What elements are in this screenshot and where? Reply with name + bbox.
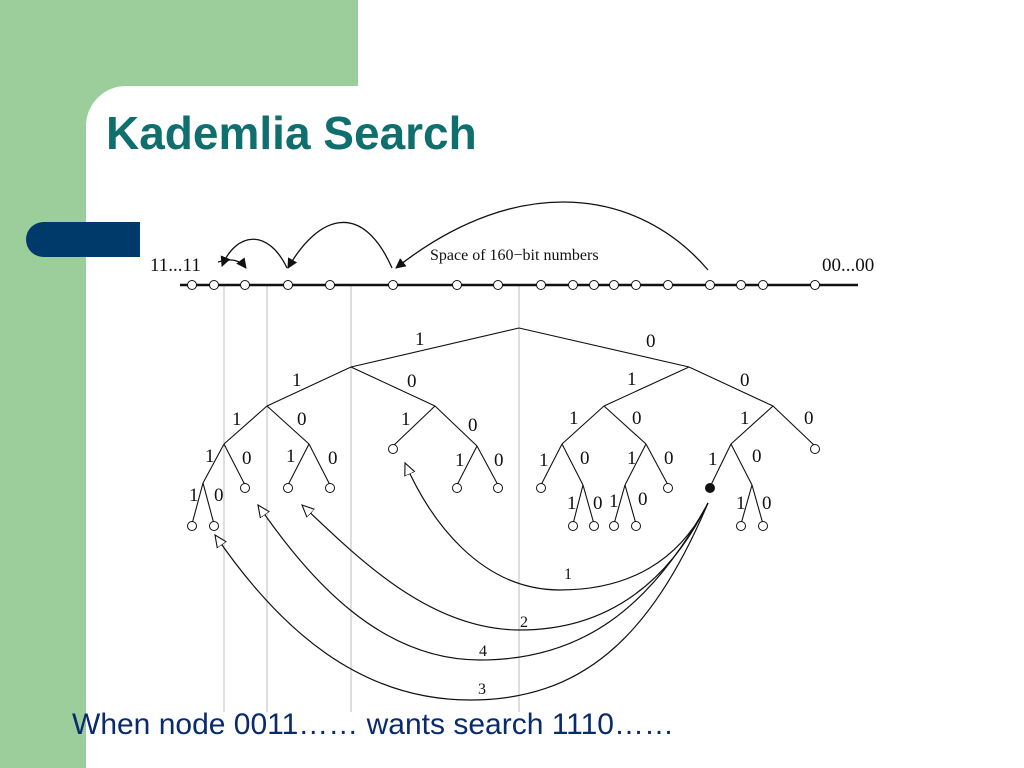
svg-text:1: 1: [286, 446, 296, 467]
green-header-decoration: [0, 0, 358, 86]
slide-caption: When node 0011…… wants search 1110……: [72, 708, 674, 741]
origin-node-0011: [705, 483, 715, 493]
svg-text:1: 1: [708, 449, 718, 470]
guide-lines: [223, 285, 520, 712]
svg-text:0: 0: [664, 448, 674, 469]
svg-text:1: 1: [232, 409, 242, 430]
lookup-hop-arcs: [217, 201, 709, 271]
number-line-nodes: [187, 280, 820, 290]
svg-text:0: 0: [593, 493, 603, 514]
svg-text:2: 2: [520, 614, 528, 631]
svg-text:1: 1: [609, 491, 619, 512]
svg-text:1: 1: [455, 450, 465, 471]
right-end-label: 00...00: [822, 255, 874, 276]
svg-text:1: 1: [740, 408, 750, 429]
svg-text:0: 0: [297, 409, 307, 430]
svg-text:0: 0: [580, 448, 590, 469]
svg-text:1: 1: [539, 450, 549, 471]
svg-text:0: 0: [407, 371, 417, 392]
svg-text:1: 1: [401, 409, 411, 430]
svg-text:3: 3: [478, 681, 486, 698]
svg-text:1: 1: [415, 329, 425, 350]
svg-text:0: 0: [494, 450, 504, 471]
svg-text:1: 1: [627, 448, 637, 469]
svg-text:0: 0: [804, 408, 814, 429]
svg-text:1: 1: [189, 485, 199, 506]
svg-text:1: 1: [627, 369, 637, 390]
svg-text:1: 1: [569, 408, 579, 429]
svg-text:1: 1: [205, 446, 215, 467]
svg-text:1: 1: [567, 493, 577, 514]
svg-text:0: 0: [242, 448, 252, 469]
svg-text:1: 1: [564, 566, 572, 583]
svg-text:1: 1: [736, 493, 746, 514]
svg-text:0: 0: [646, 331, 656, 352]
tree-edge-labels: 1 0 1 0 1 0 1 0 1 0 1 0 1 0 1 0 1 0 1 0 …: [189, 329, 814, 514]
space-label: Space of 160−bit numbers: [430, 247, 599, 264]
svg-text:0: 0: [328, 448, 338, 469]
svg-text:0: 0: [740, 370, 750, 391]
svg-text:4: 4: [479, 643, 487, 660]
rounded-corner-decoration: [86, 86, 126, 126]
svg-text:1: 1: [292, 370, 302, 391]
tree-leaf-nodes: [187, 444, 820, 531]
svg-text:0: 0: [752, 446, 762, 467]
slide-title: Kademlia Search: [106, 107, 477, 159]
green-sidebar-decoration: [0, 0, 86, 768]
svg-text:0: 0: [468, 415, 478, 436]
lookup-query-curves: [215, 463, 709, 701]
left-end-label: 11...11: [150, 255, 201, 276]
svg-text:0: 0: [214, 485, 224, 506]
binary-tree-edges: [191, 327, 816, 525]
svg-text:0: 0: [632, 408, 642, 429]
lookup-step-labels: 1 2 4 3: [478, 566, 572, 698]
svg-text:0: 0: [638, 489, 648, 510]
svg-text:0: 0: [762, 493, 772, 514]
blue-accent-bar: [26, 222, 140, 257]
